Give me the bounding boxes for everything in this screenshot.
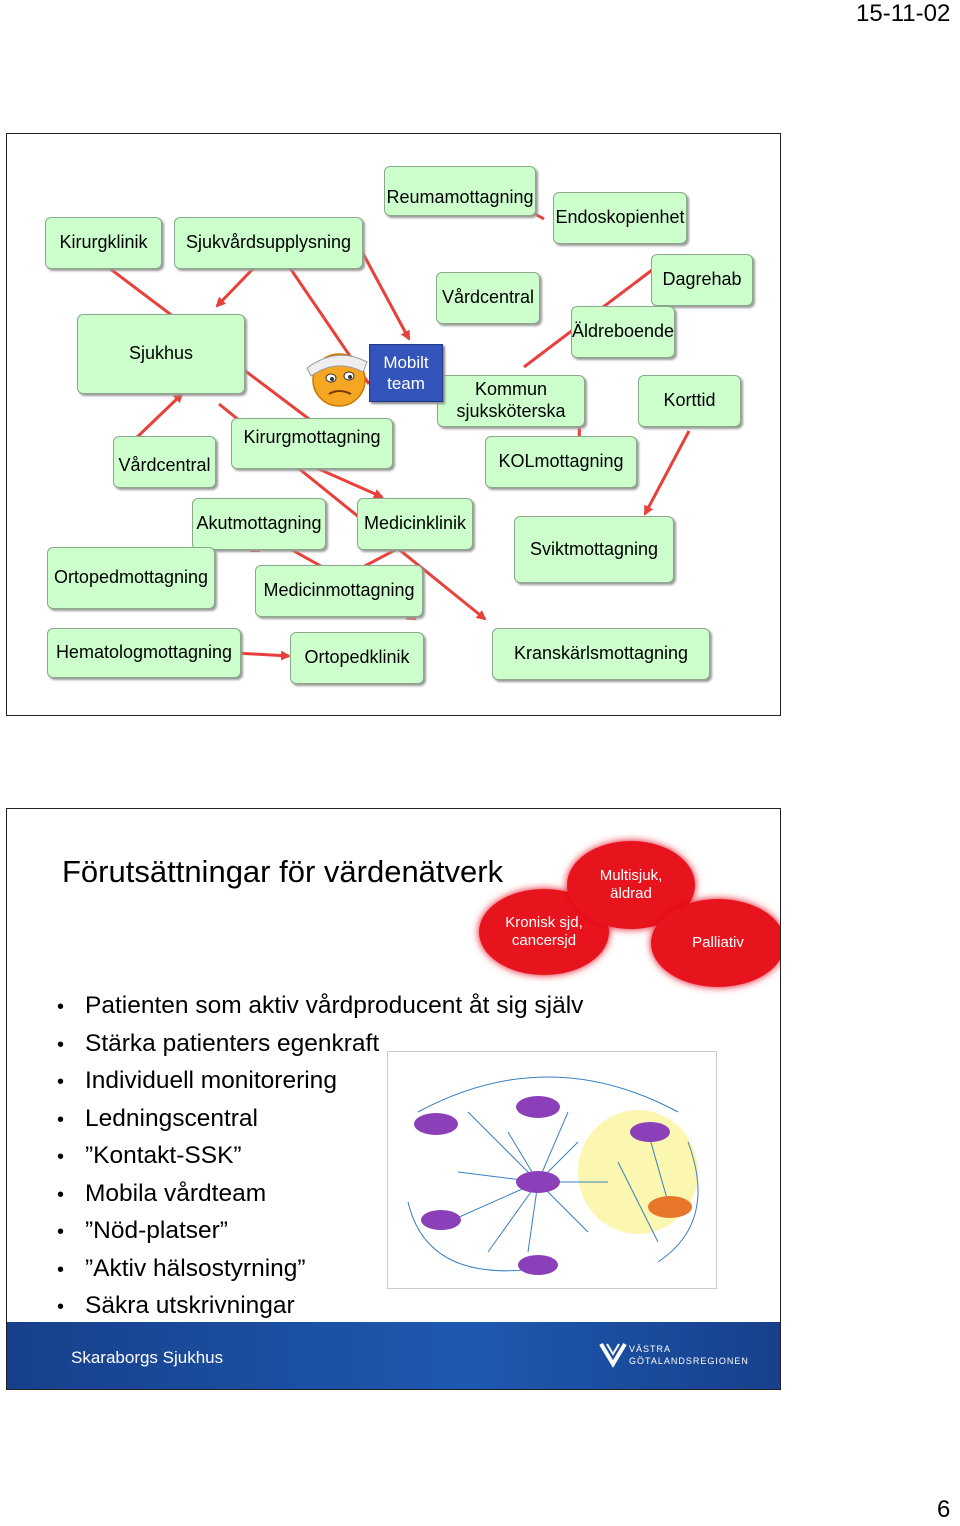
worried-face-icon — [306, 353, 368, 407]
list-item: Stärka patienters egenkraft — [57, 1025, 583, 1063]
page-number: 6 — [937, 1496, 951, 1523]
box-hematologmottagning: Hematologmottagning — [47, 628, 241, 678]
box-korttid: Korttid — [638, 375, 741, 427]
box-sviktmottagning: Sviktmottagning — [514, 516, 674, 583]
box-kommun-sjukskoterska: Kommun sjuksköterska — [437, 375, 585, 427]
box-sjukhus: Sjukhus — [77, 314, 245, 394]
list-item: ”Aktiv hälsostyrning” — [57, 1250, 583, 1288]
box-medicinklinik: Medicinklinik — [357, 498, 473, 550]
arrow — [130, 392, 184, 444]
list-item: Säkra utskrivningar — [57, 1287, 583, 1325]
box-endoskopienhet: Endoskopienhet — [553, 192, 687, 244]
slide-preconditions: Förutsättningar för värdenätverk Kronisk… — [6, 808, 781, 1390]
page-date: 15-11-02 — [856, 0, 951, 27]
list-item: ”Kontakt-SSK” — [57, 1137, 583, 1175]
slide-care-network: Kirurgklinik Sjukvårdsupplysning Reumamo… — [6, 133, 781, 716]
arrow — [357, 245, 411, 341]
circle-palliativ: Palliativ — [651, 899, 780, 987]
box-aldreboende: Äldreboende — [571, 306, 675, 358]
vgr-logo-icon — [599, 1342, 627, 1368]
footer-hospital-name: Skaraborgs Sjukhus — [71, 1348, 224, 1367]
box-kranskarlsmottagning: Kranskärlsmottagning — [492, 628, 710, 680]
box-medicinmottagning: Medicinmottagning — [255, 565, 423, 617]
box-vardcentral-top: Vårdcentral — [436, 272, 540, 324]
box-kirurgklinik: Kirurgklinik — [45, 217, 162, 269]
list-item: Patienten som aktiv vårdproducent åt sig… — [57, 987, 583, 1025]
bullet-list: Patienten som aktiv vårdproducent åt sig… — [57, 987, 583, 1325]
list-item: Ledningscentral — [57, 1100, 583, 1138]
box-sjukvardsupplysning: Sjukvårdsupplysning — [174, 217, 363, 269]
box-akutmottagning: Akutmottagning — [192, 498, 326, 550]
slide-footer: Skaraborgs Sjukhus VÄSTRA GÖTALANDSREGIO… — [7, 1322, 780, 1389]
list-item: Mobila vårdteam — [57, 1175, 583, 1213]
box-dagrehab: Dagrehab — [651, 254, 753, 306]
arrow — [311, 464, 384, 499]
list-item: ”Nöd-platser” — [57, 1212, 583, 1250]
box-vardcentral-left: Vårdcentral — [113, 436, 216, 488]
circle-multisjuk: Multisjuk,äldrad — [567, 841, 695, 929]
box-mobilt-team: Mobilt team — [369, 344, 443, 402]
box-reumamottagning: Reumamottagning — [384, 166, 536, 216]
arrow — [643, 430, 691, 516]
box-ortopedmottagning: Ortopedmottagning — [47, 547, 215, 609]
slide-title: Förutsättningar för värdenätverk — [62, 854, 504, 889]
box-kolmottagning: KOLmottagning — [485, 436, 637, 488]
list-item: Individuell monitorering — [57, 1062, 583, 1100]
workflow-diagram-image — [387, 1051, 717, 1289]
box-ortopedklinik: Ortopedklinik — [290, 632, 424, 684]
box-kirurgmottagning: Kirurgmottagning — [231, 418, 393, 469]
